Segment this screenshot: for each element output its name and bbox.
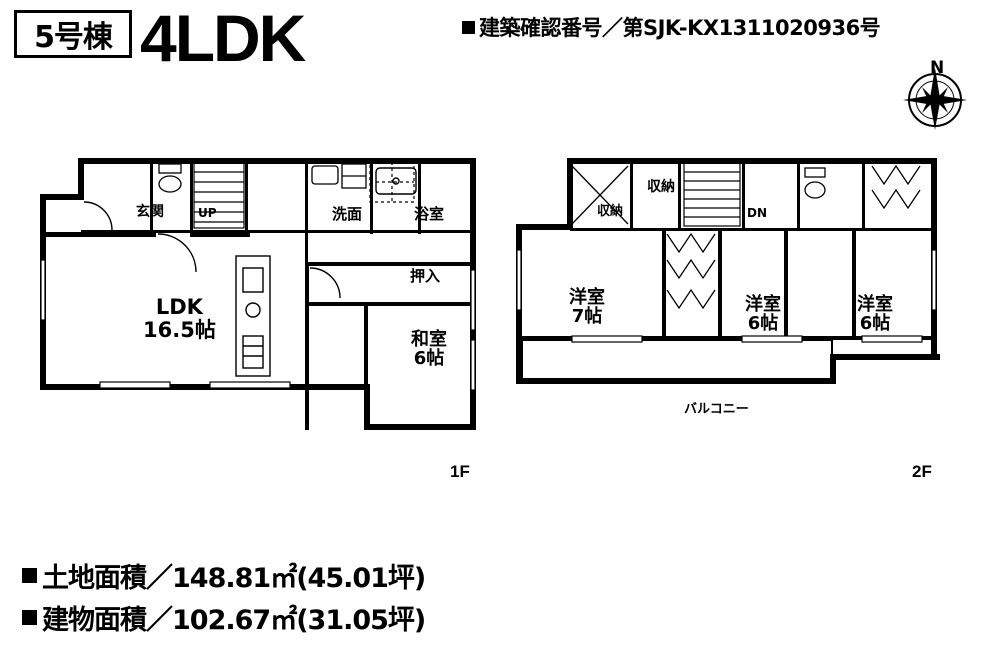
room-label-senmen: 洗面 (332, 205, 363, 223)
floor-plan-2f: 収納 収納 DN 洋室 7帖 洋室 6帖 洋室 6帖 バルコニー (512, 150, 957, 450)
land-area-line: 土地面積／148.81㎡(45.01坪) (22, 556, 426, 595)
room-label-closet-2: 収納 (647, 179, 675, 195)
page-title: 4LDK (140, 1, 306, 75)
building-area-text: 建物面積／102.67㎡(31.05坪) (42, 605, 426, 636)
room-label-yokushitsu: 浴室 (414, 205, 445, 223)
permit-number: 建築確認番号／第SJK-KX1311020936号 (462, 12, 881, 42)
building-number-text: 5号棟 (34, 20, 113, 55)
room-label-youshitsu-6a: 洋室 6帖 (745, 294, 781, 335)
room-label-oshiire: 押入 (410, 267, 441, 285)
compass-north-label: N (930, 58, 945, 78)
floor-plan-1f: 玄関 UP 洗面 浴室 押入 LDK 16.5帖 和室 6帖 (40, 150, 490, 450)
land-area-text: 土地面積／148.81㎡(45.01坪) (42, 563, 426, 594)
compass-icon (900, 60, 970, 130)
floor-tag-2f: 2F (912, 462, 932, 481)
room-label-youshitsu-7: 洋室 7帖 (569, 287, 605, 328)
room-label-ldk: LDK 16.5帖 (143, 295, 216, 342)
room-label-balcony: バルコニー (684, 402, 749, 417)
room-label-closet-1: 収納 (597, 204, 624, 219)
building-area-line: 建物面積／102.67㎡(31.05坪) (22, 598, 426, 637)
room-label-dn: DN (747, 206, 768, 220)
room-label-up: UP (198, 206, 217, 220)
permit-number-text: 建築確認番号／第SJK-KX1311020936号 (479, 16, 881, 40)
bullet-square-icon (462, 20, 475, 34)
bullet-square-icon (22, 568, 37, 583)
room-label-genkan: 玄関 (136, 204, 164, 220)
bullet-square-icon (22, 610, 37, 625)
building-number-badge: 5号棟 (14, 10, 132, 58)
room-label-youshitsu-6b: 洋室 6帖 (857, 294, 893, 335)
floor-tag-1f: 1F (450, 462, 470, 481)
room-label-washitsu: 和室 6帖 (411, 329, 447, 370)
